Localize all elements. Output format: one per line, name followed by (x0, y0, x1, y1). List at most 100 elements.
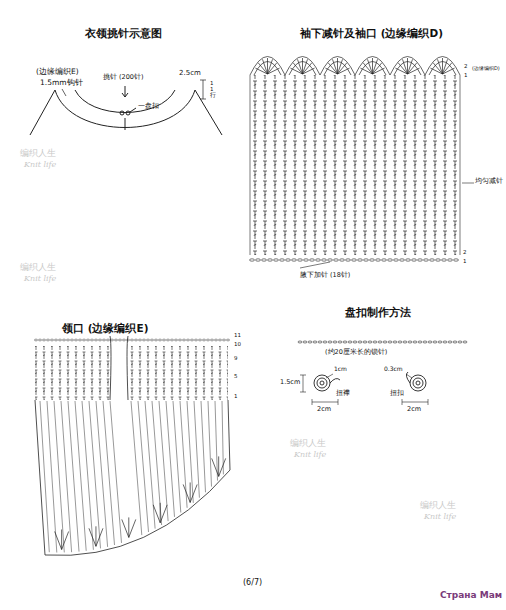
chain-stitch (166, 339, 169, 341)
page-number: (6/7) (243, 578, 262, 587)
stitch-grid (250, 75, 460, 255)
stitch (338, 63, 347, 74)
chain-stitch (448, 259, 453, 261)
chain-stitch (154, 339, 157, 341)
stitch (208, 401, 212, 487)
chain-stitch (170, 339, 173, 341)
stitch (173, 401, 181, 513)
chain-stitch (303, 341, 307, 343)
chain-stitch (393, 341, 397, 343)
stitch (293, 63, 302, 74)
note: 1.5mm钩针 (40, 79, 83, 88)
stitch (298, 59, 303, 74)
chain-stitch (382, 259, 387, 261)
chain-stitch (142, 339, 145, 341)
chain-stitch (438, 341, 442, 343)
stitch (194, 401, 199, 498)
scallop (320, 57, 355, 76)
stitch (61, 401, 72, 552)
chain-line (298, 341, 467, 343)
chain-stitch (463, 341, 467, 343)
dimension: 1cm (334, 366, 347, 373)
chain-stitch (443, 341, 447, 343)
stitch (443, 63, 452, 74)
collar-sketch (30, 80, 222, 135)
chain-stitch (110, 339, 113, 341)
note: (边缘编织E) (36, 68, 79, 77)
chain-stitch (353, 341, 357, 343)
stitch (263, 59, 268, 74)
chain-stitch (433, 341, 437, 343)
stitch (75, 401, 86, 551)
watermark: Страна Мам (440, 590, 502, 600)
chain-stitch (424, 259, 429, 261)
scallop-edge (250, 57, 460, 76)
panel-title: 盘扣制作方法 (345, 306, 411, 318)
chain-stitch (400, 259, 405, 261)
row-number: 5 (234, 373, 238, 379)
chain-stitch (134, 339, 137, 341)
chain-stitch (54, 339, 57, 341)
chain-stitch (388, 341, 392, 343)
stitch (303, 68, 315, 74)
chain-stitch (250, 259, 255, 261)
chain-stitch (256, 259, 261, 261)
chain-stitch (102, 339, 105, 341)
chain-stitch (352, 259, 357, 261)
chain-stitch (218, 339, 221, 341)
chain-stitch (383, 341, 387, 343)
callout: 一盘扣 (138, 103, 159, 110)
chain-stitch (454, 259, 459, 261)
watermark: 编织人生 (20, 262, 56, 272)
stitch (373, 68, 385, 74)
chain-stitch (340, 259, 345, 261)
row-number: 1 (234, 393, 238, 399)
chain-stitch (106, 339, 109, 341)
stitch (96, 401, 108, 547)
stitch (131, 401, 142, 535)
chain-stitch (376, 259, 381, 261)
scallop (355, 57, 390, 76)
panel-title: 领口 (边缘编织E) (62, 322, 148, 334)
stitch (373, 63, 382, 74)
stitch (338, 68, 350, 74)
chain-stitch (394, 259, 399, 261)
chain-stitch (46, 339, 49, 341)
stitch (333, 59, 338, 74)
chain-stitch (126, 339, 129, 341)
watermark: Knit life (294, 450, 326, 459)
stitch (201, 401, 206, 492)
stitch-grid (128, 346, 228, 400)
chain-stitch (286, 259, 291, 261)
chain-stitch (202, 339, 205, 341)
chain-stitch (186, 339, 189, 341)
stitch (268, 63, 277, 74)
chain-stitch (292, 259, 297, 261)
chain-stitch (74, 339, 77, 341)
chain-stitch (130, 339, 133, 341)
chain-stitch (403, 341, 407, 343)
chain-stitch (198, 339, 201, 341)
note: (约20厘米长的锁针) (325, 349, 387, 356)
chain-stitch (418, 341, 422, 343)
chain-stitch (178, 339, 181, 341)
chain-stitch (328, 259, 333, 261)
chain-stitch (222, 339, 225, 341)
stitch (337, 58, 338, 74)
panel-title: 袖下减针及袖口 (边缘编织D) (300, 27, 443, 39)
chain-stitch (373, 341, 377, 343)
dimension: 2cm (317, 406, 331, 413)
scallop (390, 57, 425, 76)
chain-stitch (458, 341, 462, 343)
stitch (302, 58, 303, 74)
chain-stitch (418, 259, 423, 261)
stitch (89, 401, 101, 548)
chain-stitch (304, 259, 309, 261)
stitch (442, 58, 443, 74)
fan-motif (183, 482, 197, 502)
stitch (403, 59, 408, 74)
chain-stitch (118, 339, 121, 341)
chain-stitch (298, 259, 303, 261)
chain-stitch (413, 341, 417, 343)
chain-stitch (58, 339, 61, 341)
